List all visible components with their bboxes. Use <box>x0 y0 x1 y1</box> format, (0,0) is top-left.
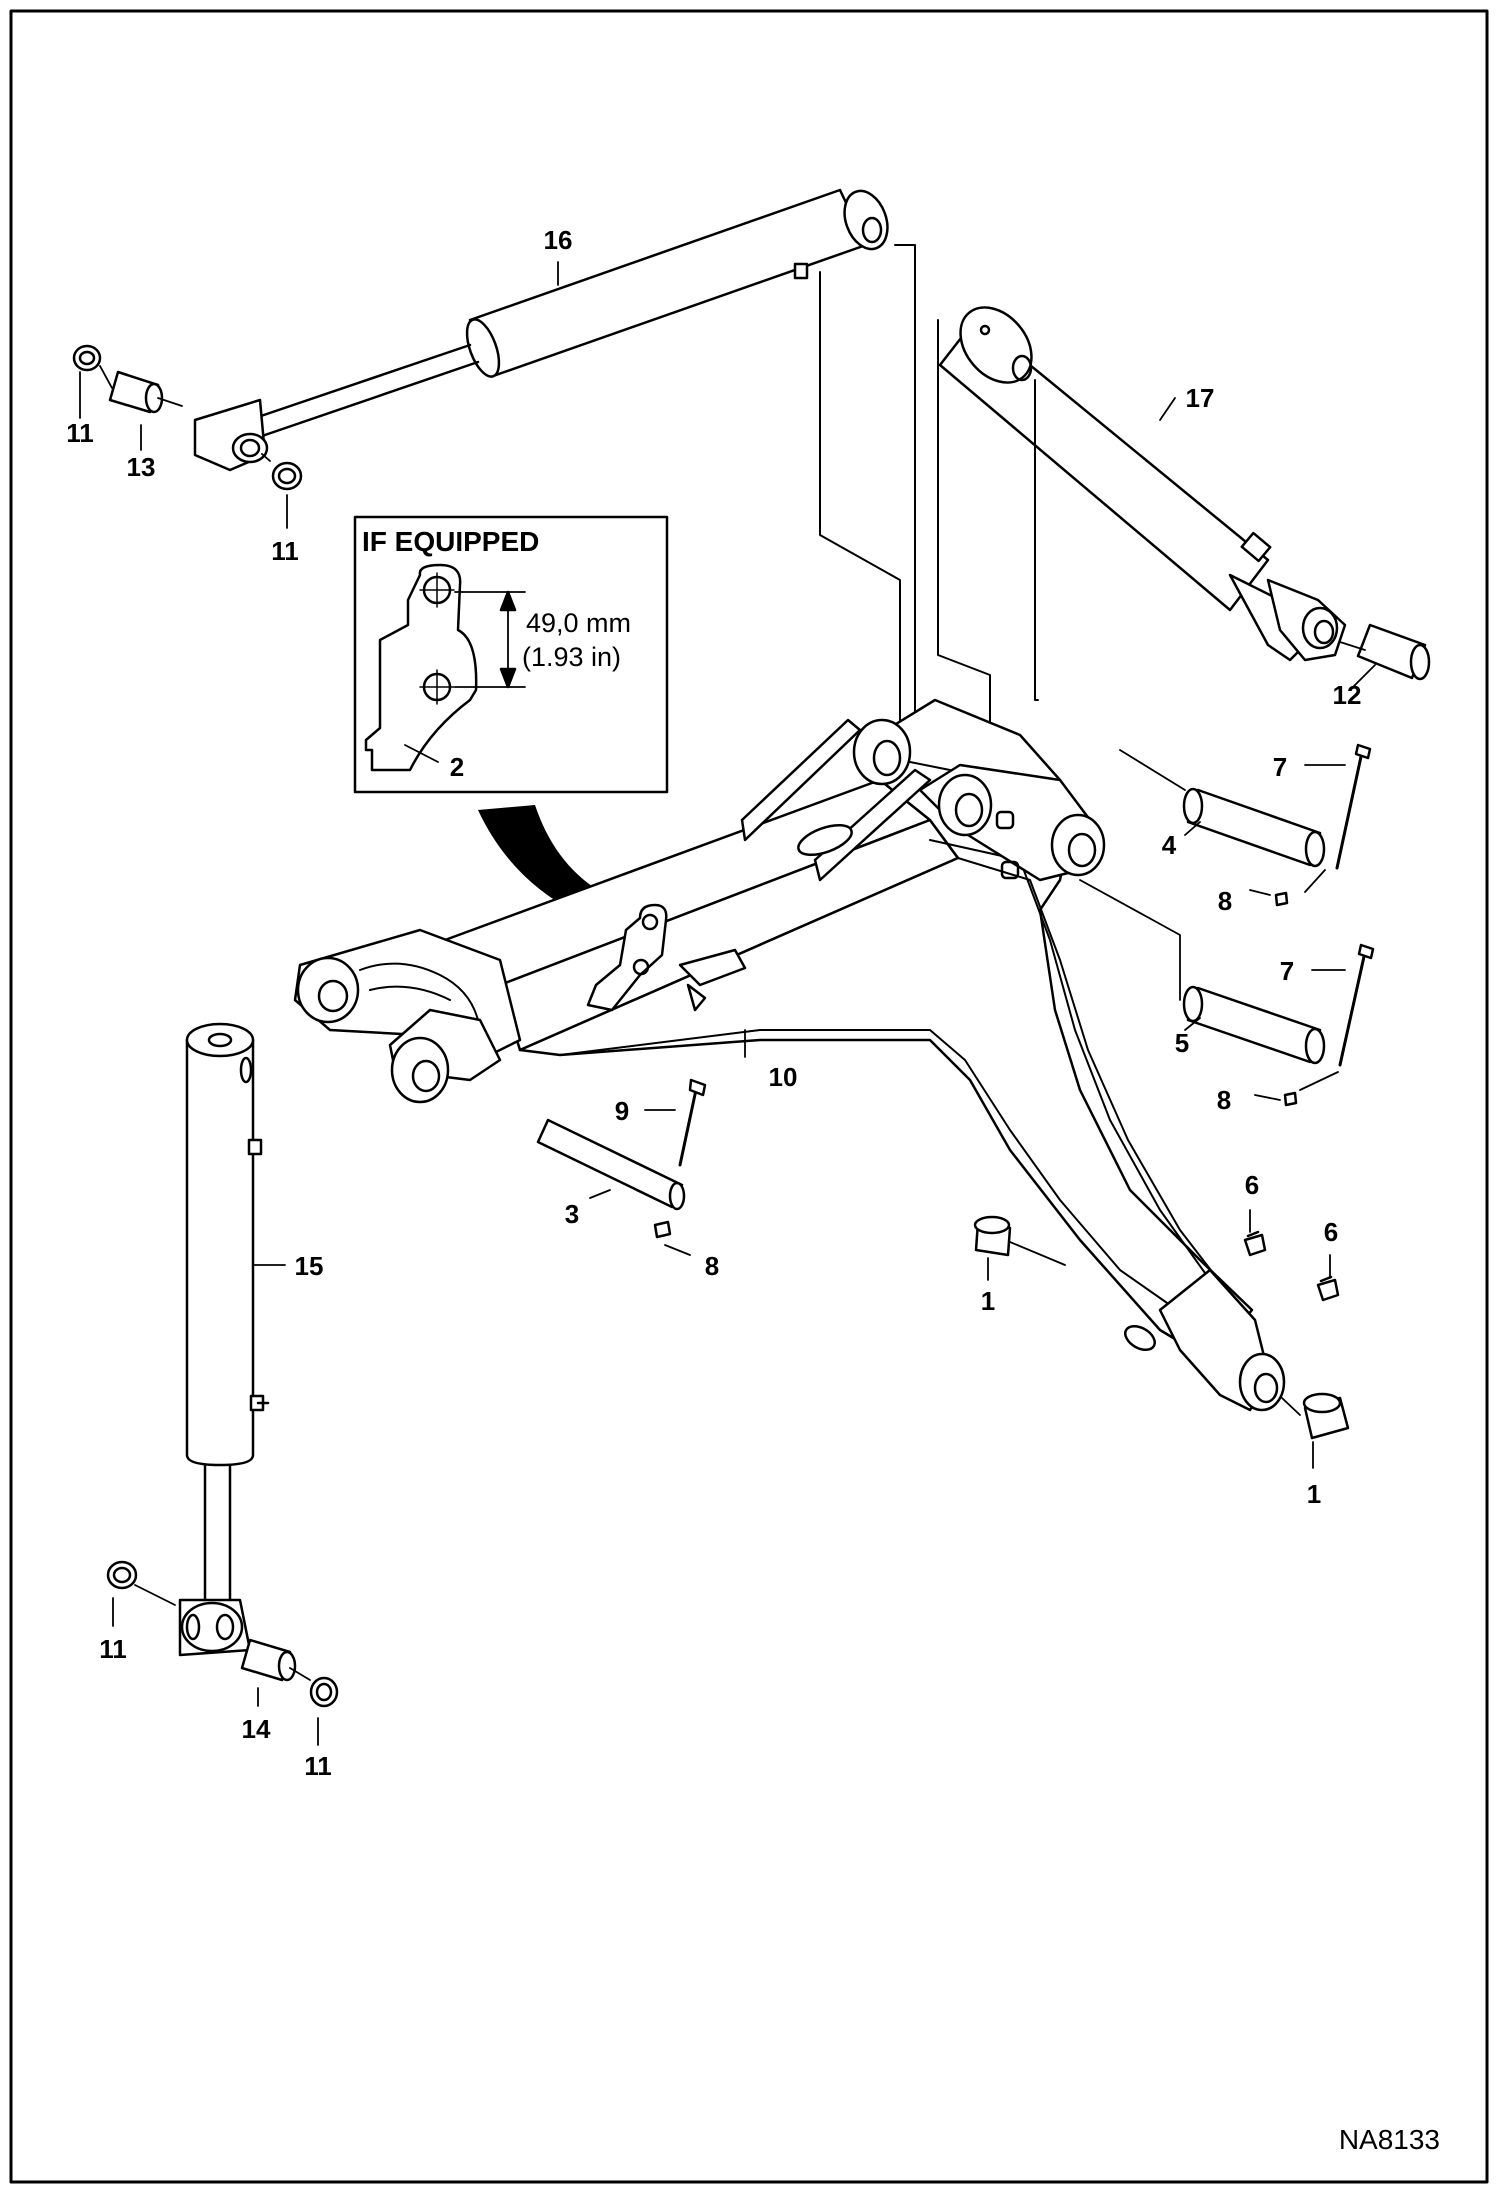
callout-16: 16 <box>543 225 573 255</box>
callout-1-left: 1 <box>980 1286 996 1316</box>
callout-5: 5 <box>1174 1028 1190 1058</box>
callout-2: 2 <box>449 752 465 782</box>
bolt-7-lower <box>1338 943 1375 1067</box>
washer-11-top <box>271 461 303 491</box>
pin-4 <box>1182 787 1326 868</box>
callout-14: 14 <box>241 1714 271 1744</box>
callout-8-middle: 8 <box>1216 1085 1232 1115</box>
callout-11-bottom-left: 11 <box>99 1634 127 1664</box>
page-border <box>9 9 1489 2184</box>
callout-11-bottom: 11 <box>304 1751 332 1781</box>
nut-8-lower <box>653 1220 672 1239</box>
bolt-7-upper <box>1335 743 1372 870</box>
callout-17: 17 <box>1185 383 1215 413</box>
callout-15: 15 <box>294 1251 324 1281</box>
callout-12: 12 <box>1332 680 1362 710</box>
callout-leaders <box>79 261 1376 1746</box>
callout-11-top: 11 <box>271 536 299 566</box>
washer-11-bottom <box>309 1676 339 1708</box>
callout-4: 4 <box>1161 830 1177 860</box>
washer-11-top-left <box>72 344 102 372</box>
callout-3: 3 <box>564 1199 580 1229</box>
bushing-1-left <box>973 1215 1012 1257</box>
callout-6-left: 6 <box>1244 1170 1260 1200</box>
callout-1-right: 1 <box>1306 1479 1322 1509</box>
callout-11-top-left: 11 <box>66 418 94 448</box>
pin-5 <box>1182 985 1326 1065</box>
bushing-1-right <box>1302 1392 1350 1440</box>
callout-10: 10 <box>768 1062 798 1092</box>
swing-cylinder-15 <box>178 1022 270 1657</box>
pin-14 <box>240 1638 297 1682</box>
pin-13 <box>108 370 164 414</box>
nut-8-upper <box>1274 891 1289 907</box>
inset-title: IF EQUIPPED <box>362 526 540 557</box>
if-equipped-inset <box>353 515 669 794</box>
callout-8-upper: 8 <box>1217 886 1233 916</box>
callout-9: 9 <box>614 1096 630 1126</box>
callout-8-lower: 8 <box>704 1251 720 1281</box>
boom-10 <box>293 698 1286 1412</box>
grease-fitting-6-left <box>1243 1230 1267 1257</box>
callout-13: 13 <box>126 452 156 482</box>
callout-7-upper: 7 <box>1272 752 1288 782</box>
nut-8-middle <box>1283 1091 1298 1107</box>
callout-7-lower: 7 <box>1279 956 1295 986</box>
callout-6-right: 6 <box>1323 1217 1339 1247</box>
pin-12 <box>1356 623 1431 681</box>
document-id: NA8133 <box>1338 2124 1440 2155</box>
washer-11-bottom-left <box>106 1560 138 1590</box>
bolt-9 <box>678 1078 707 1167</box>
pin-3 <box>536 1118 686 1211</box>
arm-cylinder-17 <box>938 306 1347 662</box>
boom-cylinder-16 <box>193 188 889 472</box>
grease-fitting-6-right <box>1316 1275 1340 1302</box>
dimension-metric: 49,0 mm <box>526 608 632 638</box>
dimension-imperial: (1.93 in) <box>522 642 622 672</box>
